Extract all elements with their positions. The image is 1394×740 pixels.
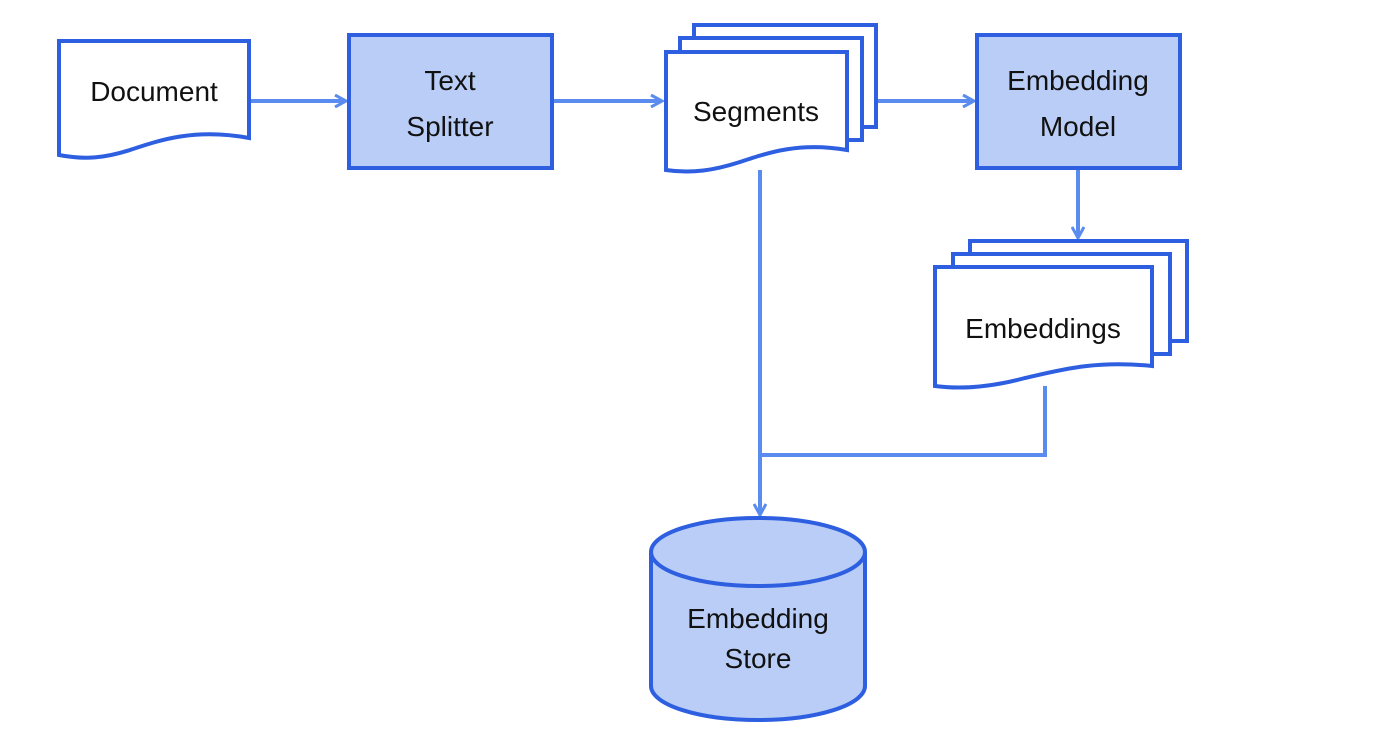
embeddings-front-page: [933, 265, 1154, 390]
embedding-store-label-line2: Store: [725, 643, 792, 674]
embedding-store-cylinder-top-rim: [649, 551, 867, 588]
edge-embeddings-to-embedding-store: [760, 386, 1047, 457]
embeddings-label: Embeddings: [965, 313, 1121, 344]
text-splitter-box: [347, 33, 554, 170]
embeddings-node: Embeddings: [933, 239, 1189, 390]
embedding-model-node: Embedding Model: [975, 33, 1182, 170]
document-node: Document: [57, 39, 251, 160]
connectors: [249, 101, 1078, 514]
embedding-model-label-line1: Embedding: [1007, 65, 1149, 96]
text-splitter-label-line2: Splitter: [406, 111, 493, 142]
segments-front-page: [664, 50, 849, 174]
text-splitter-label-line1: Text: [424, 65, 476, 96]
document-shape: [57, 39, 251, 160]
text-splitter-node: Text Splitter: [347, 33, 554, 170]
segments-node: Segments: [664, 23, 878, 174]
segments-label: Segments: [693, 96, 819, 127]
embedding-store-node: Embedding Store: [649, 516, 867, 722]
document-label: Document: [90, 76, 218, 107]
embedding-store-label-line1: Embedding: [687, 603, 829, 634]
embedding-model-label-line2: Model: [1040, 111, 1116, 142]
embedding-model-box: [975, 33, 1182, 170]
embedding-store-cylinder-body: [649, 516, 867, 722]
